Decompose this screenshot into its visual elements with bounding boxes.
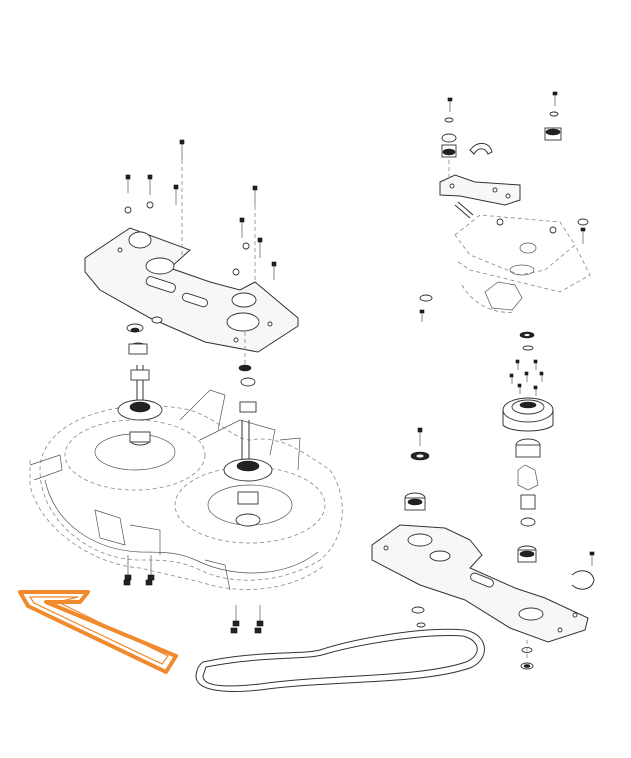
left-deck-housing (29, 389, 343, 591)
idler-pulley (404, 427, 430, 511)
left-spindle (117, 316, 163, 446)
right-bottom-hardware (411, 606, 534, 670)
right-assembly-plate (371, 524, 595, 643)
deck-bottom-bolts (123, 555, 264, 634)
left-deck-top-plate (84, 227, 299, 353)
right-spindle (223, 332, 273, 527)
right-upper-plate (419, 214, 591, 322)
right-spindle-stack (502, 331, 554, 563)
left-plate-bolts (124, 139, 277, 280)
highlighted-belt (18, 590, 178, 674)
right-assembly-bracket (439, 91, 562, 219)
drive-belt (195, 628, 485, 692)
